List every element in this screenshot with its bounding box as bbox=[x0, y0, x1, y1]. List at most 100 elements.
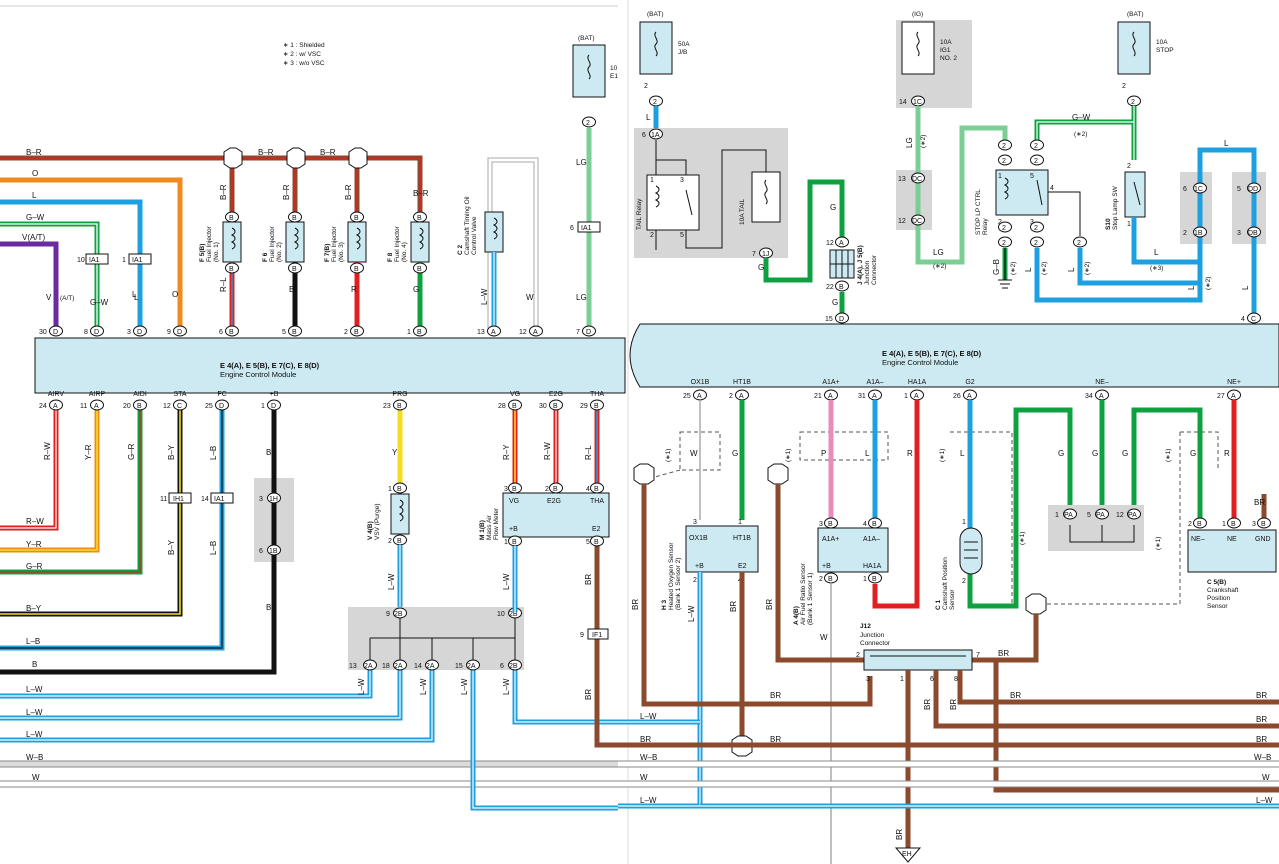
svg-text:B: B bbox=[1261, 521, 1266, 528]
c1-name2: Sensor bbox=[949, 589, 956, 610]
svg-text:BR: BR bbox=[765, 599, 774, 610]
svg-text:G: G bbox=[830, 203, 836, 212]
ecu-pin-cavity: D bbox=[137, 329, 142, 336]
svg-text:LG: LG bbox=[576, 158, 587, 167]
ecu-pin-connector bbox=[173, 399, 187, 411]
ecu-pin-number: 1 bbox=[261, 403, 265, 410]
left-bottom-wires bbox=[0, 405, 618, 811]
ecu-pin-cavity: A bbox=[94, 403, 99, 410]
wire-label-lw3: L–W bbox=[26, 730, 43, 739]
stop-lamp-switch: 21 S10 Stop Lamp SW bbox=[1105, 163, 1146, 230]
ecu-pin-label: AIRP bbox=[89, 391, 106, 398]
stop-wires-blue: L L (∗3) L (∗2) L bbox=[1034, 139, 1257, 316]
svg-text:L–B: L–B bbox=[209, 541, 218, 555]
svg-text:L–W: L–W bbox=[1256, 796, 1273, 805]
svg-text:B: B bbox=[266, 448, 271, 457]
svg-text:1J: 1J bbox=[762, 251, 769, 258]
svg-text:B–R: B–R bbox=[413, 189, 429, 198]
svg-text:5: 5 bbox=[586, 539, 590, 546]
svg-text:B: B bbox=[594, 539, 599, 546]
c5-name2: Position bbox=[1207, 595, 1231, 602]
wire-v bbox=[0, 241, 59, 330]
ecu-box-left bbox=[34, 337, 626, 394]
wire-b-r-bus bbox=[0, 155, 423, 225]
ecu-pin-connector bbox=[49, 399, 63, 411]
svg-text:22: 22 bbox=[826, 284, 834, 291]
svg-text:A: A bbox=[839, 240, 844, 247]
j12-code: J12 bbox=[860, 623, 871, 630]
injector-4-no: (No. 4) bbox=[401, 242, 408, 262]
svg-text:W: W bbox=[1262, 773, 1270, 782]
svg-text:B: B bbox=[872, 521, 877, 528]
svg-text:BR: BR bbox=[584, 689, 593, 700]
wire-label-l: L bbox=[32, 191, 37, 200]
svg-text:(∗2): (∗2) bbox=[1084, 262, 1091, 275]
j12-name: Junction bbox=[860, 632, 885, 639]
fuse-stop-label2: STOP bbox=[1156, 47, 1174, 54]
right-wire-lw2: L–W bbox=[640, 796, 657, 805]
wire-label-vat: V(A/T) bbox=[22, 233, 45, 242]
svg-text:2B: 2B bbox=[509, 663, 518, 670]
c5-name: Crankshaft bbox=[1207, 587, 1239, 594]
wire-label-lb: L–B bbox=[26, 637, 40, 646]
svg-text:L: L bbox=[132, 290, 137, 299]
ecu-pin-cavity: C bbox=[177, 403, 182, 410]
svg-text:G–B: G–B bbox=[992, 259, 1001, 275]
svg-text:(∗1): (∗1) bbox=[1165, 449, 1172, 462]
svg-text:6: 6 bbox=[500, 663, 504, 670]
j4-name: Junction bbox=[864, 260, 871, 285]
svg-text:L–W: L–W bbox=[357, 678, 366, 695]
ecu-pin-cavity: A bbox=[1231, 393, 1236, 400]
ecu-pin-cavity: A bbox=[533, 329, 538, 336]
injector-1-wire: R–L bbox=[219, 277, 228, 292]
injector-1-name: Fuel Injector bbox=[206, 225, 213, 262]
svg-text:B–Y: B–Y bbox=[167, 539, 176, 555]
svg-text:8: 8 bbox=[954, 676, 958, 683]
ecu-pin-number: 15 bbox=[825, 316, 833, 323]
svg-text:(∗3): (∗3) bbox=[1150, 265, 1163, 272]
v4-code: V 4(B) bbox=[367, 521, 374, 540]
h3-code: H 3 bbox=[661, 600, 668, 611]
svg-text:2: 2 bbox=[819, 576, 823, 583]
svg-text:R–L: R–L bbox=[584, 445, 593, 460]
camshaft-position-sensor: 12 C 1 Camshaft Position Sensor bbox=[935, 519, 983, 610]
svg-text:B: B bbox=[872, 576, 877, 583]
ecu-pin-connector bbox=[225, 325, 239, 337]
svg-text:2: 2 bbox=[1034, 158, 1038, 165]
svg-text:B–R: B–R bbox=[258, 148, 274, 157]
svg-text:11: 11 bbox=[160, 496, 167, 503]
junction-j4-j5: A12 B22 J 4(A), J 5(B) Junction Connecto… bbox=[826, 236, 878, 316]
wire-label-yr: Y–R bbox=[26, 540, 42, 549]
ecu-pin-connector bbox=[582, 325, 596, 337]
svg-text:2: 2 bbox=[545, 486, 549, 493]
wire-g-w bbox=[0, 221, 100, 330]
svg-text:1: 1 bbox=[122, 257, 126, 264]
splice-points bbox=[223, 147, 368, 169]
svg-text:BR: BR bbox=[1254, 498, 1265, 507]
fuse-jb-src: (BAT) bbox=[647, 11, 664, 18]
svg-text:(∗1): (∗1) bbox=[1155, 537, 1162, 550]
left-bottom-wire-labels: R–W Y–R G–R B–Y L–B B L–W L–W L–W W–B W … bbox=[26, 442, 271, 782]
svg-text:2: 2 bbox=[1127, 163, 1131, 170]
c5-code: C 5(B) bbox=[1207, 579, 1226, 586]
svg-text:2: 2 bbox=[856, 652, 860, 659]
ecu-pin-cavity: B bbox=[137, 403, 142, 410]
svg-text:B: B bbox=[839, 284, 844, 291]
ecu-pin-label: STA bbox=[173, 391, 186, 398]
svg-text:B: B bbox=[512, 486, 517, 493]
svg-text:B: B bbox=[1231, 521, 1236, 528]
svg-text:B: B bbox=[397, 486, 402, 493]
svg-text:B: B bbox=[828, 521, 833, 528]
s10-name: Stop Lamp SW bbox=[1112, 185, 1119, 230]
c5-pin-ne: NE bbox=[1227, 536, 1237, 543]
ecu-pin-connector bbox=[215, 399, 229, 411]
svg-text:15: 15 bbox=[455, 663, 463, 670]
m1-pin-e2g: E2G bbox=[547, 498, 561, 505]
wire-label-o: O bbox=[32, 169, 38, 178]
svg-text:2: 2 bbox=[962, 578, 966, 585]
svg-text:2: 2 bbox=[1131, 99, 1135, 106]
svg-text:LG: LG bbox=[933, 248, 944, 257]
ecu-pin-cavity: B bbox=[354, 329, 359, 336]
